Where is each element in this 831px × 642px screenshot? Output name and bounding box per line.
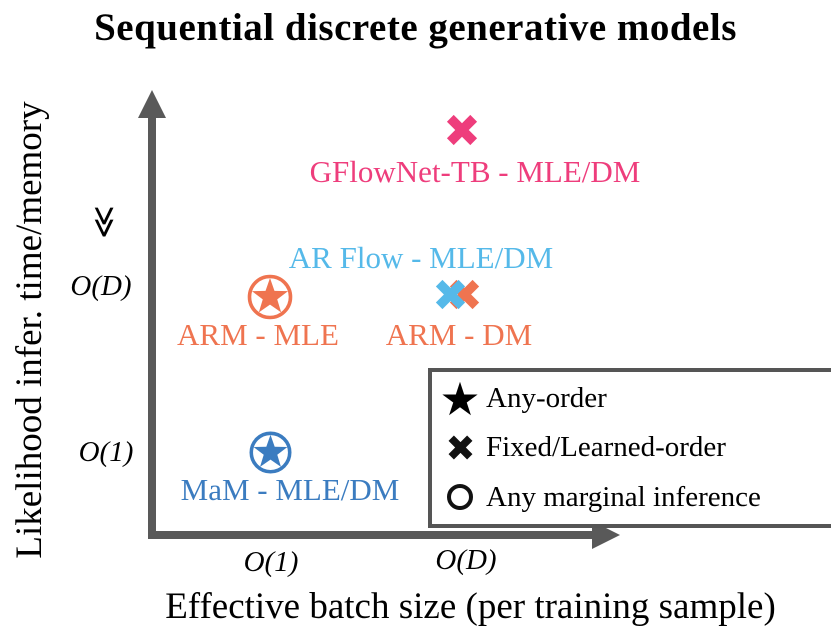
legend-label-fixed-learned-order: Fixed/Learned-order	[486, 431, 726, 464]
label-arm-mle: ARM - MLE	[177, 317, 339, 352]
x-axis-label: Effective batch size (per training sampl…	[165, 586, 776, 627]
y-tick-big-o-d: O(D)	[70, 270, 132, 302]
y-axis-label: Likelihood infer. time/memory	[9, 101, 50, 559]
legend-circle-icon	[438, 484, 482, 511]
label-ar-flow: AR Flow - MLE/DM	[288, 240, 554, 275]
y-tick-much-greater-icon: ≫	[87, 205, 123, 239]
label-gflownet-tb: GFlowNet-TB - MLE/DM	[309, 154, 641, 189]
legend-box: ★ Any-order Fixed/Learned-order Any marg…	[428, 368, 831, 528]
legend-star-icon: ★	[439, 371, 481, 426]
legend-row-any-marginal-inference: Any marginal inference	[438, 474, 831, 520]
marker-arm-mle-star-circle-icon	[246, 273, 294, 321]
y-axis-arrowhead-icon	[138, 90, 166, 118]
legend-label-any-order: Any-order	[486, 382, 607, 415]
x-tick-big-o-1: O(1)	[243, 546, 299, 578]
chart-title: Sequential discrete generative models	[94, 6, 737, 49]
x-axis-line	[148, 531, 596, 539]
label-arm-dm: ARM - DM	[385, 317, 533, 352]
legend-label-any-marginal-inference: Any marginal inference	[486, 480, 761, 513]
marker-mam-star-circle-icon	[248, 430, 293, 475]
marker-gflownet-tb-x-icon	[445, 113, 479, 147]
marker-ar-flow-x-icon	[434, 278, 467, 311]
legend-row-any-order: ★ Any-order	[438, 376, 831, 422]
label-mam: MaM - MLE/DM	[180, 472, 400, 507]
legend-x-icon	[438, 434, 482, 461]
x-tick-big-o-d: O(D)	[435, 544, 497, 576]
legend-row-fixed-learned-order: Fixed/Learned-order	[438, 425, 831, 471]
y-tick-big-o-1: O(1)	[78, 436, 134, 468]
y-axis-line	[148, 104, 156, 538]
